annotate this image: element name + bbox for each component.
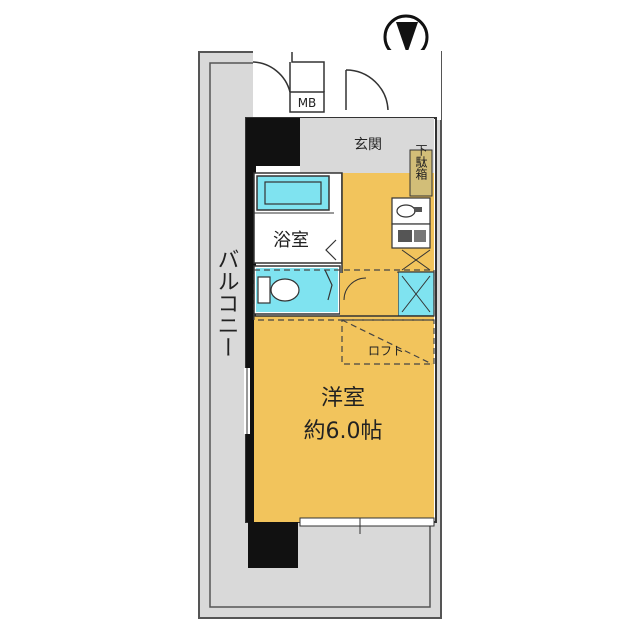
room-area-label: 約6.0帖 — [304, 419, 383, 444]
mb-label: MB — [298, 96, 317, 110]
western-room-label: 洋室 — [321, 386, 365, 411]
door-swing — [252, 52, 389, 111]
loft-label: ロフト — [368, 344, 404, 358]
bathtub-icon — [256, 175, 330, 211]
north-arrow-icon — [383, 14, 429, 60]
bathroom-label: 浴室 — [273, 230, 309, 251]
mb-box — [289, 91, 325, 113]
window — [299, 517, 435, 527]
western-room — [254, 316, 434, 522]
loft-outline — [253, 269, 435, 365]
sink-icon — [391, 197, 431, 225]
pipe-shaft — [401, 249, 431, 271]
wall — [246, 118, 300, 166]
getabako-label: 下駄箱 — [414, 144, 428, 180]
wall — [246, 166, 256, 522]
balcony-label: バルコニー — [214, 248, 239, 358]
shoe-cabinet — [409, 149, 433, 197]
genkan-label: 玄関 — [354, 136, 382, 153]
wall — [248, 522, 298, 568]
